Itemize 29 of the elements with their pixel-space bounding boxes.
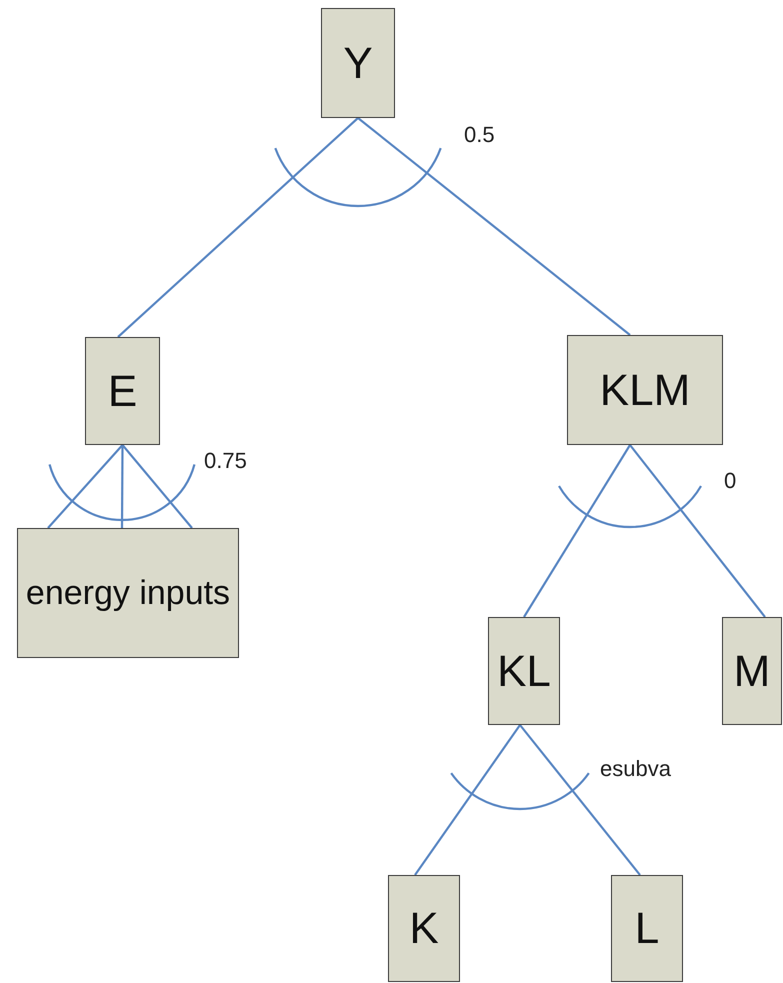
node-label: L [634,903,660,955]
connector-line [122,444,193,529]
node-box [17,528,239,658]
node-box [611,875,683,982]
connector-line [523,444,631,618]
connector-line [629,444,766,618]
elasticity-label: esubva [600,755,671,783]
node-box [567,335,723,445]
elasticity-label: 0.75 [204,447,247,475]
connector-line [120,445,124,528]
node-label: E [106,366,138,418]
elasticity-label: 0 [724,467,736,495]
connector-line [117,117,359,338]
node-label: Y [342,38,374,90]
elasticity-label: 0.5 [464,121,495,149]
connector-line [414,724,521,876]
connector-line [519,724,641,876]
node-box [388,875,460,982]
node-label: energy inputs [24,572,232,614]
node-label: KL [496,646,552,698]
connector-line [357,117,631,336]
node-box [722,617,782,725]
node-label: M [732,646,772,698]
connector-line [47,444,124,529]
node-label: K [408,903,440,955]
node-box [321,8,395,118]
node-label: KLM [598,364,692,416]
node-box [85,337,160,445]
node-box [488,617,560,725]
